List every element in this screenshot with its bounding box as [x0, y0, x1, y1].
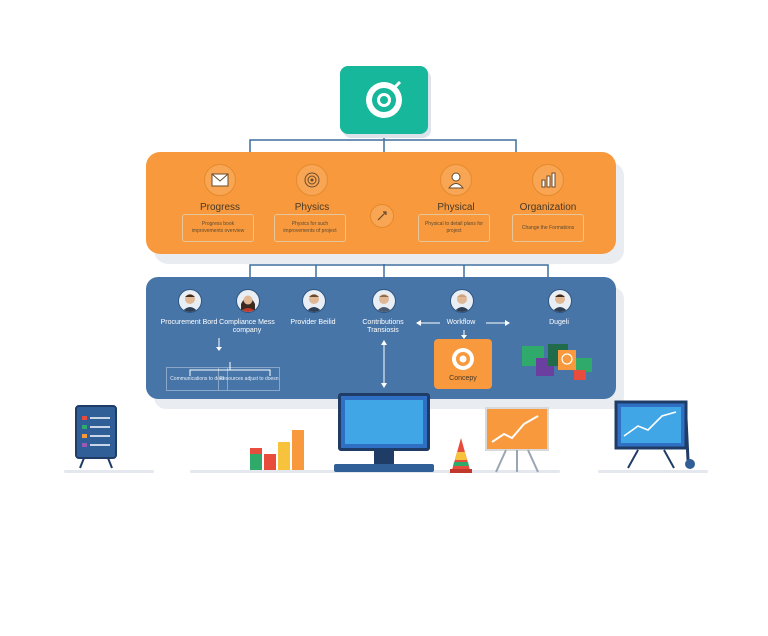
orange-column-physical[interactable]: Physical [408, 164, 504, 213]
person-label: Provider Beilid [290, 319, 336, 326]
avatar[interactable] [450, 289, 474, 313]
avatar[interactable] [236, 289, 260, 313]
column-detail-box: Physics for such improvements of project [274, 214, 346, 242]
tiles-cluster-icon [522, 344, 592, 380]
person-label: Workflow [446, 319, 476, 326]
column-detail-box: Progress book improvements overview [182, 214, 254, 242]
bar-blocks-icon [250, 430, 304, 470]
sub-process-box: Resources adjust to doesn [218, 367, 280, 391]
orange-process-band: Progress Physics Physical Organization P… [146, 152, 616, 254]
target-icon [452, 348, 474, 370]
checklist-board-icon [75, 405, 117, 469]
person-label: Compliance Mess company [219, 319, 275, 334]
column-title: Physical [437, 202, 475, 213]
concept-card-label: Concepy [449, 375, 477, 382]
monitor-screen [345, 400, 423, 444]
column-title: Progress [199, 202, 240, 213]
target-logo-icon [366, 80, 402, 118]
bar-chart-icon [532, 164, 564, 196]
avatar[interactable] [302, 289, 326, 313]
blue-band-arrows [189, 320, 510, 388]
desktop-monitor [338, 393, 430, 451]
orange-column-organization[interactable]: Organization [500, 164, 596, 213]
avatar[interactable] [548, 289, 572, 313]
center-hub-icon[interactable] [370, 204, 394, 228]
column-title: Physics [294, 202, 330, 213]
column-detail-box: Physical to detail plans for project [418, 214, 490, 242]
sub-process-title: Transfill [354, 629, 380, 636]
person-label: Procurement Bord [160, 319, 218, 326]
avatar[interactable] [178, 289, 202, 313]
orange-column-progress[interactable]: Progress [172, 164, 268, 213]
envelope-icon [204, 164, 236, 196]
easel-chart-icon [485, 407, 549, 473]
column-title: Organization [519, 202, 577, 213]
analytics-screen-icon [614, 400, 695, 469]
sub-process-box: Communications to deal [166, 367, 228, 391]
avatar[interactable] [372, 289, 396, 313]
spiral-icon [296, 164, 328, 196]
person-label: Dugeli [549, 319, 569, 326]
traffic-cone-icon [450, 438, 472, 473]
top-node[interactable] [340, 66, 428, 134]
concept-card[interactable]: Concepy [434, 339, 492, 389]
monitor-stand-icon [334, 450, 434, 472]
ground-shadow [64, 470, 154, 473]
column-detail-box: Change the Formations [512, 214, 584, 242]
orange-column-physics[interactable]: Physics [264, 164, 360, 213]
person-label: Contributions Transiosis [362, 319, 404, 334]
ground-shadow [598, 470, 708, 473]
blue-team-band: Procurement Bord Compliance Mess company… [146, 277, 616, 636]
person-icon [440, 164, 472, 196]
